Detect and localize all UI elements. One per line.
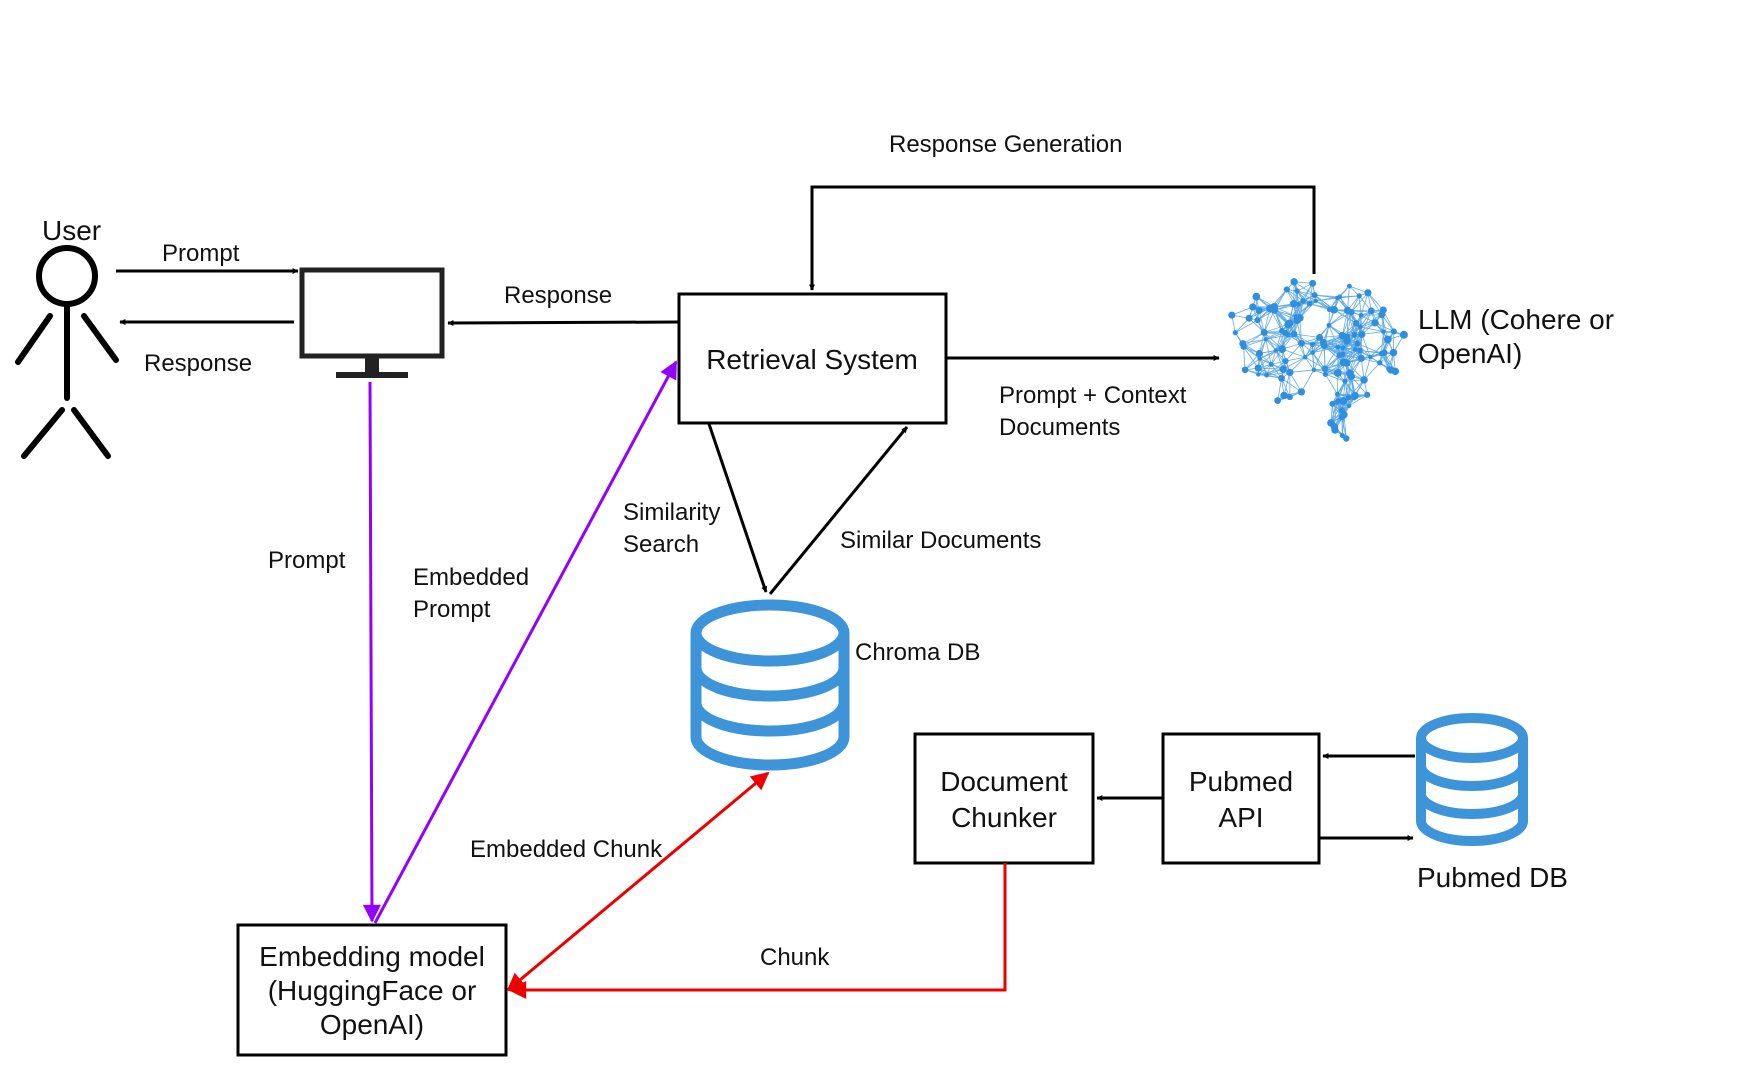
label-user-prompt: Prompt <box>162 240 240 267</box>
user-icon <box>15 245 119 459</box>
arrow-embedding-to-retrieval <box>373 360 678 924</box>
document-chunker-node: Document Chunker <box>913 732 1095 865</box>
arrow-retrieval-to-monitor <box>447 319 680 326</box>
arrow-llm-to-retrieval <box>809 185 1316 291</box>
label-similar-documents: Similar Documents <box>840 527 1041 554</box>
arrow-chroma-to-retrieval <box>768 426 909 595</box>
embedding-model-node: Embedding model (HuggingFace or OpenAI) <box>236 923 508 1057</box>
label-retrieval-response: Response <box>504 282 612 309</box>
user-node: User <box>15 215 119 459</box>
arrow-chunker-to-embedding <box>508 863 1007 999</box>
label-chunk: Chunk <box>760 944 830 971</box>
embedding-model-line3: OpenAI) <box>320 1009 424 1040</box>
user-label: User <box>42 215 101 246</box>
pubmed-db-node: Pubmed DB <box>1416 713 1568 893</box>
pubmed-api-node: Pubmed API <box>1161 732 1321 865</box>
brain-network-icon <box>1228 278 1408 442</box>
label-prompt-context-line1: Prompt + Context <box>999 382 1187 409</box>
document-chunker-line1: Document <box>940 766 1068 797</box>
database-icon <box>1416 713 1528 846</box>
label-monitor-response: Response <box>144 350 252 377</box>
arrow-retrieval-to-chroma <box>707 423 768 593</box>
edge-labels: Prompt Response Response Response Genera… <box>144 131 1187 971</box>
embedding-model-line1: Embedding model <box>259 941 485 972</box>
pubmed-db-label: Pubmed DB <box>1417 862 1568 893</box>
label-embedded-prompt-line2: Prompt <box>413 596 491 623</box>
label-embedded-prompt-line1: Embedded <box>413 564 529 591</box>
label-response-generation: Response Generation <box>889 131 1122 158</box>
retrieval-system-label: Retrieval System <box>706 344 918 375</box>
black-flow-arrows <box>116 185 1415 841</box>
chroma-db-label: Chroma DB <box>855 639 980 666</box>
purple-flow-arrows <box>362 360 678 924</box>
chroma-db-node: Chroma DB <box>690 599 980 771</box>
database-icon <box>690 599 850 771</box>
red-flow-arrows <box>506 771 1007 999</box>
pubmed-api-line1: Pubmed <box>1189 766 1293 797</box>
llm-label-line2: OpenAI) <box>1418 338 1522 369</box>
label-prompt-down: Prompt <box>268 547 346 574</box>
label-similarity-search-line2: Search <box>623 531 699 558</box>
llm-label-line1: LLM (Cohere or <box>1418 304 1614 335</box>
label-similarity-search-line1: Similarity <box>623 499 720 526</box>
pubmed-api-line2: API <box>1218 802 1263 833</box>
arrow-monitor-to-embedding <box>362 381 381 923</box>
document-chunker-line2: Chunker <box>951 802 1057 833</box>
arrow-embedding-to-chroma <box>506 771 770 992</box>
retrieval-system-node: Retrieval System <box>677 292 948 425</box>
embedding-model-line2: (HuggingFace or <box>268 975 477 1006</box>
monitor-icon <box>299 267 445 378</box>
llm-node: LLM (Cohere or OpenAI) <box>1228 278 1614 442</box>
label-embedded-chunk: Embedded Chunk <box>470 836 663 863</box>
label-prompt-context-line2: Documents <box>999 414 1120 441</box>
